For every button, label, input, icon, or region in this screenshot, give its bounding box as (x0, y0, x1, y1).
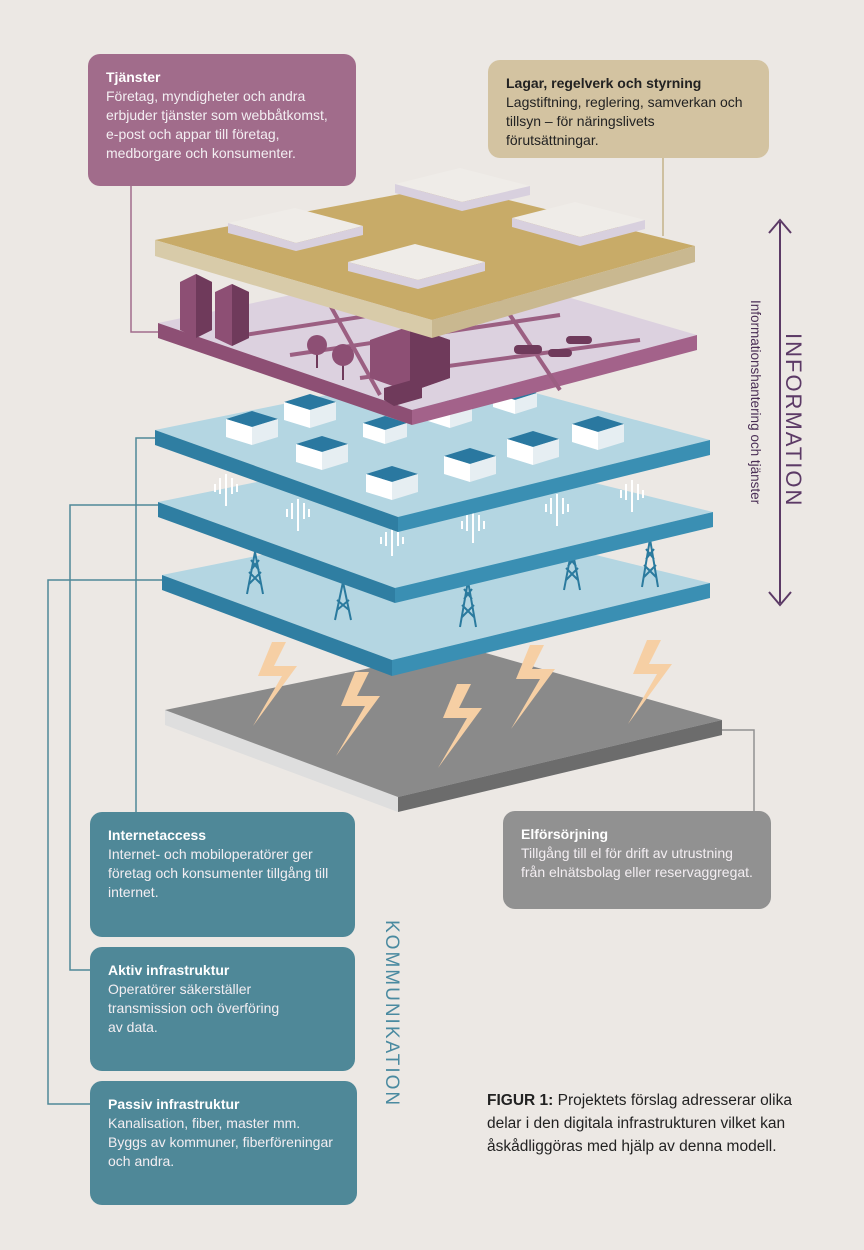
internet-access-line: Internet- och mobiloperatörer ger (108, 846, 313, 862)
power-layer (165, 648, 722, 812)
power-supply-box: Elförsörjning Tillgång till el för drift… (503, 811, 771, 909)
document-icon (348, 244, 485, 289)
server-icon (226, 411, 278, 445)
passive-infrastructure-line: Kanalisation, fiber, master mm. (108, 1115, 301, 1131)
active-infrastructure-box: Aktiv infrastruktur Operatörer säkerstäl… (90, 947, 355, 1071)
arrow-down-icon (768, 591, 792, 607)
connector-internetaccess (135, 437, 155, 812)
active-infrastructure-line: transmission och överföring (108, 1000, 280, 1016)
passive-infrastructure-title: Passiv infrastruktur (108, 1096, 240, 1112)
active-infrastructure-line: av data. (108, 1019, 158, 1035)
figure-caption: FIGUR 1: Projektets förslag adresserar o… (487, 1089, 817, 1158)
car-icons (514, 336, 592, 357)
services-text: Företag, myndigheter och andra erbjuder … (106, 87, 338, 163)
antenna-icons (214, 474, 644, 556)
server-icon (363, 416, 407, 444)
active-infrastructure-text: Operatörer säkerställer transmission och… (108, 980, 337, 1037)
services-box: Tjänster Företag, myndigheter och andra … (88, 54, 356, 186)
bus-icon (384, 380, 422, 406)
lightning-icon (438, 684, 482, 768)
passive-infrastructure-line: och andra. (108, 1153, 175, 1169)
information-arrow (768, 218, 792, 607)
arrow-up-icon (768, 218, 792, 234)
internet-access-box: Internetaccess Internet- och mobiloperat… (90, 812, 355, 937)
information-label: INFORMATION (781, 333, 806, 508)
connector-aktiv (69, 504, 158, 971)
internet-access-text: Internet- och mobiloperatörer ger företa… (108, 845, 337, 902)
laws-layer (155, 168, 695, 338)
information-sublabel: Informationshantering och tjänster (748, 300, 763, 505)
internet-access-title: Internetaccess (108, 827, 207, 843)
server-icon (296, 436, 348, 470)
server-icon (572, 416, 624, 450)
antenna-icon (214, 474, 238, 506)
document-icons (228, 168, 645, 289)
passive-infrastructure-box: Passiv infrastruktur Kanalisation, fiber… (90, 1081, 357, 1205)
power-supply-text: Tillgång till el för drift av utrustning… (521, 844, 753, 882)
antenna-icon (286, 499, 310, 531)
connector-el (722, 729, 755, 811)
car-icon (566, 336, 592, 344)
services-line: erbjuder tjänster som webbåtkomst, (106, 107, 328, 123)
server-icon (444, 448, 496, 482)
internet-access-layer (155, 370, 710, 532)
services-line: Företag, myndigheter och andra (106, 88, 306, 104)
antenna-icon (545, 494, 569, 526)
car-icon (514, 345, 542, 354)
internet-access-line: internet. (108, 884, 159, 900)
services-line: medborgare och konsumenter. (106, 145, 296, 161)
server-icon (366, 466, 418, 500)
connector-passiv (47, 579, 162, 1105)
lightning-icon (253, 642, 297, 726)
document-icon (228, 208, 363, 251)
laws-title: Lagar, regelverk och styrning (506, 75, 702, 91)
laws-box: Lagar, regelverk och styrning Lagstiftni… (488, 60, 769, 158)
laws-line: tillsyn – för näringslivets förutsättnin… (506, 113, 655, 148)
townhall-icon (370, 326, 450, 392)
power-supply-line: från elnätsbolag eller reservaggregat. (521, 864, 753, 880)
connector-lines (47, 158, 755, 1105)
buildings (180, 274, 592, 406)
active-infrastructure-line: Operatörer säkerställer (108, 981, 252, 997)
lightning-bolts (253, 640, 672, 768)
antenna-icon (380, 528, 404, 556)
laws-text: Lagstiftning, reglering, samverkan och t… (506, 93, 751, 150)
lightning-icon (511, 645, 555, 729)
connector-tjanster (130, 186, 160, 333)
tree-icon (307, 335, 354, 380)
lightning-icon (336, 672, 380, 756)
server-icon (507, 431, 559, 465)
document-icon (512, 202, 645, 246)
services-line: e-post och appar till företag, (106, 126, 280, 142)
caption-label: FIGUR 1: (487, 1092, 554, 1109)
lightning-icon (628, 640, 672, 724)
communication-label: KOMMUNIKATION (381, 920, 402, 1108)
antenna-icon (461, 511, 485, 543)
power-supply-line: Tillgång till el för drift av utrustning (521, 845, 733, 861)
document-icon (395, 168, 530, 211)
laws-line: Lagstiftning, reglering, samverkan och (506, 94, 743, 110)
passive-infrastructure-line: Byggs av kommuner, fiberföreningar (108, 1134, 333, 1150)
apartment-building-icon (180, 274, 249, 346)
active-infrastructure-title: Aktiv infrastruktur (108, 962, 230, 978)
server-icon (284, 394, 336, 428)
antenna-icon (620, 480, 644, 512)
passive-infrastructure-text: Kanalisation, fiber, master mm. Byggs av… (108, 1114, 339, 1171)
car-icon (548, 349, 572, 357)
caption-text: Projektets förslag adresserar olika dela… (487, 1092, 792, 1155)
services-title: Tjänster (106, 69, 161, 85)
internet-access-line: företag och konsumenter tillgång till (108, 865, 329, 881)
power-supply-title: Elförsörjning (521, 826, 609, 842)
